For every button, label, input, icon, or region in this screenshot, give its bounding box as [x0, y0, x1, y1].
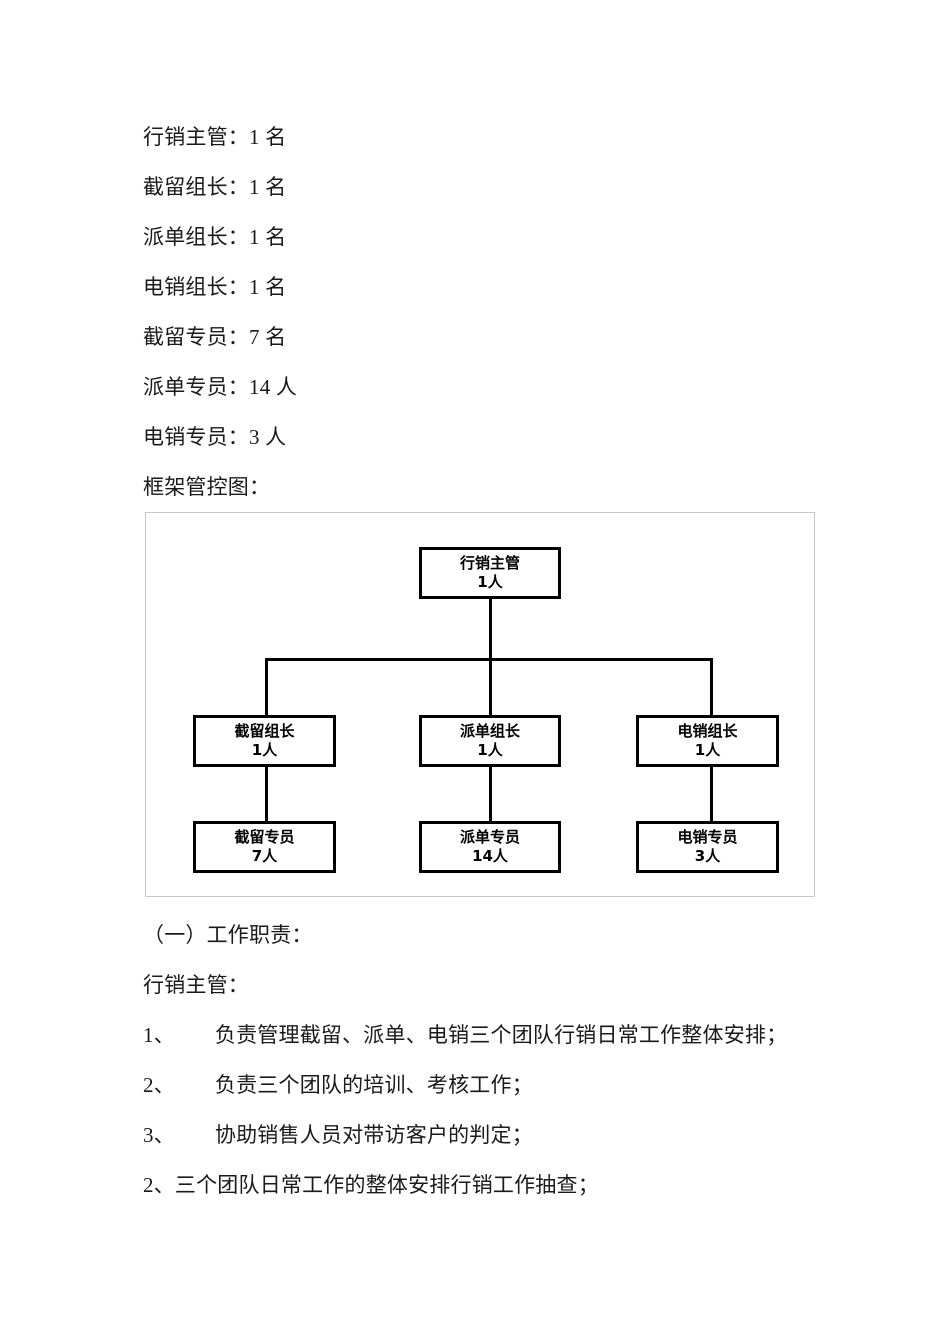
duty-item-2-number: 2、 [143, 1073, 175, 1097]
org-node-staff-center-title: 派单专员 [459, 828, 520, 846]
staffing-line-4: 电销组长：1 名 [143, 275, 287, 299]
connector-root-stem [489, 599, 492, 658]
org-node-root: 行销主管 1人 [419, 547, 561, 599]
org-node-staff-right-count: 3人 [694, 847, 721, 865]
connector-lead-right-to-staff-right [710, 767, 713, 821]
connector-lead-left-to-staff-left [265, 767, 268, 821]
org-node-root-count: 1人 [477, 573, 503, 591]
org-node-staff-left-count: 7人 [251, 847, 278, 865]
duty-item-4-text: 三个团队日常工作的整体安排行销工作抽查； [174, 1173, 599, 1197]
staffing-line-7: 电销专员：3 人 [143, 425, 287, 449]
staffing-line-1: 行销主管：1 名 [143, 125, 287, 149]
connector-bus-to-lead-right [710, 658, 713, 715]
org-node-lead-center-count: 1人 [477, 741, 503, 759]
chart-caption: 框架管控图： [143, 475, 271, 499]
org-node-staff-left-title: 截留专员 [234, 828, 295, 846]
duty-item-3-text: 协助销售人员对带访客户的判定； [214, 1123, 533, 1147]
duty-item-2-text: 负责三个团队的培训、考核工作； [214, 1073, 533, 1097]
org-node-staff-center: 派单专员 14人 [419, 821, 561, 873]
org-node-staff-right: 电销专员 3人 [636, 821, 779, 873]
staffing-line-5: 截留专员：7 名 [143, 325, 287, 349]
org-node-lead-center: 派单组长 1人 [419, 715, 561, 767]
staffing-list: 行销主管：1 名 截留组长：1 名 派单组长：1 名 电销组长：1 名 截留专员… [143, 112, 903, 512]
org-node-lead-left: 截留组长 1人 [193, 715, 336, 767]
org-node-lead-left-title: 截留组长 [234, 722, 295, 740]
duty-item-3-number: 3、 [143, 1123, 175, 1147]
section-heading: （一）工作职责： [143, 923, 313, 947]
duty-item-1-text: 负责管理截留、派单、电销三个团队行销日常工作整体安排； [214, 1023, 788, 1047]
responsibilities-section: （一）工作职责： 行销主管： 1、 负责管理截留、派单、电销三个团队行销日常工作整… [143, 910, 923, 1210]
staffing-line-6: 派单专员：14 人 [143, 375, 298, 399]
org-node-staff-center-count: 14人 [472, 847, 508, 865]
duty-item-1: 1、 负责管理截留、派单、电销三个团队行销日常工作整体安排； [143, 1010, 923, 1060]
staffing-line-2: 截留组长：1 名 [143, 175, 287, 199]
role-heading: 行销主管： [143, 973, 249, 997]
staffing-line-3: 派单组长：1 名 [143, 225, 287, 249]
org-node-root-title: 行销主管 [459, 554, 520, 572]
duty-item-1-number: 1、 [143, 1023, 175, 1047]
org-chart-frame: 行销主管 1人 截留组长 1人 派单组长 1人 电销组长 1人 [145, 512, 815, 897]
org-node-lead-right-count: 1人 [694, 741, 721, 759]
duty-item-4-number: 2、 [143, 1173, 175, 1197]
connector-bus-to-lead-left [265, 658, 268, 715]
duty-item-3: 3、 协助销售人员对带访客户的判定； [143, 1110, 923, 1160]
duty-item-2: 2、 负责三个团队的培训、考核工作； [143, 1060, 923, 1110]
org-chart-canvas: 行销主管 1人 截留组长 1人 派单组长 1人 电销组长 1人 [146, 513, 814, 896]
org-node-lead-left-count: 1人 [251, 741, 278, 759]
org-node-staff-right-title: 电销专员 [677, 828, 738, 846]
org-node-lead-center-title: 派单组长 [459, 722, 520, 740]
connector-lead-center-to-staff-center [489, 767, 492, 821]
duty-item-4: 2、三个团队日常工作的整体安排行销工作抽查； [143, 1160, 923, 1210]
org-node-staff-left: 截留专员 7人 [193, 821, 336, 873]
org-node-lead-right: 电销组长 1人 [636, 715, 779, 767]
org-node-lead-right-title: 电销组长 [677, 722, 738, 740]
connector-bus-to-lead-center [489, 658, 492, 715]
